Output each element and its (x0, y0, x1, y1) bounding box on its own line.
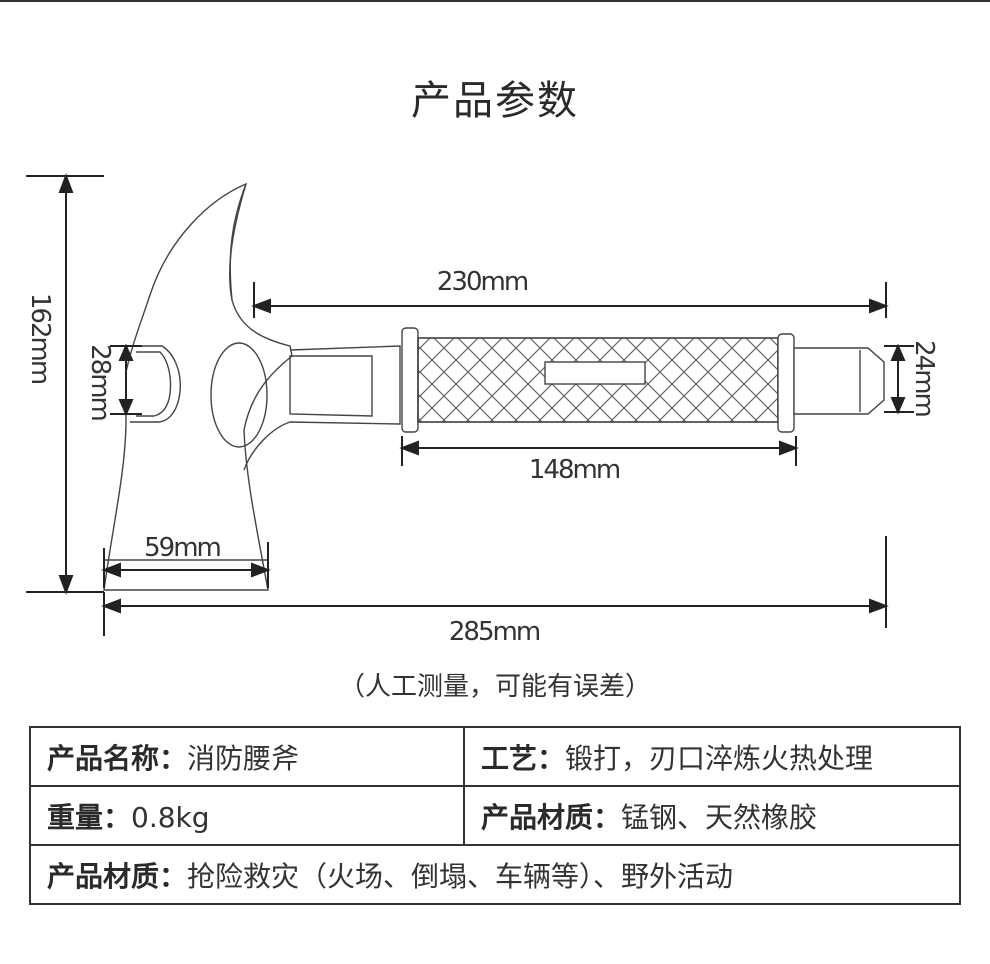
label-285: 285mm (449, 617, 540, 647)
page-title: 产品参数 (411, 78, 579, 124)
spec-craft-value: 锻打，刃口淬炼火热处理 (565, 741, 874, 775)
handle-grip (401, 327, 885, 433)
spec-cell-material: 产品材质：锰钢、天然橡胶 (463, 785, 961, 846)
label-162: 162mm (25, 293, 55, 384)
label-230: 230mm (437, 267, 528, 297)
spec-table: 产品名称：消防腰斧 工艺：锻打，刃口淬炼火热处理 重量：0.8kg 产品材质：锰… (29, 726, 961, 905)
table-row: 重量：0.8kg 产品材质：锰钢、天然橡胶 (29, 785, 961, 846)
spec-cell-name: 产品名称：消防腰斧 (29, 726, 465, 787)
spec-cell-weight: 重量：0.8kg (29, 785, 465, 846)
label-24: 24mm (909, 340, 939, 416)
label-148: 148mm (529, 455, 620, 485)
top-rule (0, 0, 990, 2)
spec-weight-label: 重量： (47, 800, 132, 834)
label-28: 28mm (85, 344, 115, 420)
table-row: 产品材质：抢险救灾（火场、倒塌、车辆等）、野外活动 (29, 844, 961, 905)
spec-weight-value: 0.8kg (131, 800, 210, 834)
table-row: 产品名称：消防腰斧 工艺：锻打，刃口淬炼火热处理 (29, 726, 961, 787)
label-59: 59mm (144, 533, 220, 563)
measurement-note: （人工测量，可能有误差） (338, 672, 651, 702)
spec-usage-label: 产品材质： (47, 859, 188, 893)
spec-cell-craft: 工艺：锻打，刃口淬炼火热处理 (463, 726, 961, 787)
spec-material-value: 锰钢、天然橡胶 (621, 800, 818, 834)
spec-name-value: 消防腰斧 (187, 741, 300, 775)
spec-craft-label: 工艺： (481, 741, 566, 775)
spec-cell-usage: 产品材质：抢险救灾（火场、倒塌、车辆等）、野外活动 (29, 844, 961, 905)
axe-head (103, 182, 401, 591)
spec-name-label: 产品名称： (47, 741, 188, 775)
dimension-lines (26, 173, 914, 636)
spec-usage-value: 抢险救灾（火场、倒塌、车辆等）、野外活动 (187, 859, 734, 893)
spec-material-label: 产品材质： (481, 800, 622, 834)
